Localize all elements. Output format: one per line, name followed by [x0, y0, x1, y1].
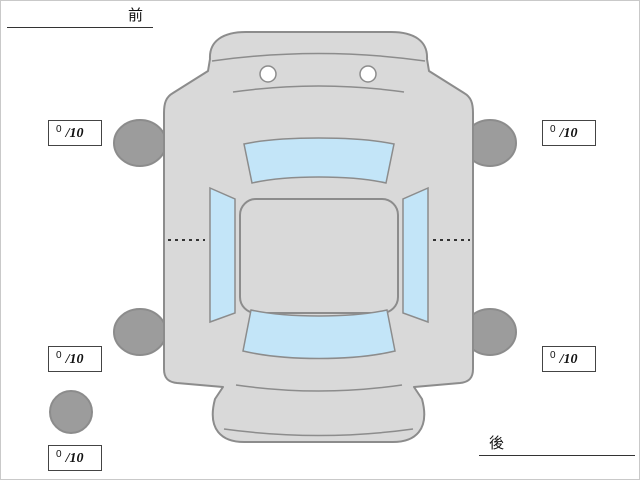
front-direction-label: 前	[7, 5, 153, 28]
score-max: /10	[65, 451, 84, 466]
score-box-front-right: 0 /10	[542, 120, 596, 146]
score-box-spare: 0 /10	[48, 445, 102, 471]
rear-bumper-line	[223, 428, 414, 437]
score-box-front-left: 0 /10	[48, 120, 102, 146]
score-value: 0	[56, 350, 62, 361]
rear-window-glass	[242, 309, 396, 360]
trunk-line	[235, 384, 403, 392]
spare-tire	[49, 390, 93, 434]
front-left-wheel	[113, 119, 167, 167]
score-box-rear-left: 0 /10	[48, 346, 102, 372]
rear-label-text: 後	[489, 435, 505, 452]
score-value: 0	[550, 350, 556, 361]
hood-right-circle	[359, 65, 377, 83]
front-label-text: 前	[127, 7, 143, 24]
score-value: 0	[56, 449, 62, 460]
left-side-window-glass	[209, 186, 236, 324]
windshield-glass	[243, 137, 395, 184]
rear-direction-label: 後	[479, 433, 635, 456]
hood-cowl-line	[232, 85, 405, 93]
score-max: /10	[65, 352, 84, 367]
score-max: /10	[559, 126, 578, 141]
roof-panel	[239, 198, 399, 314]
score-box-rear-right: 0 /10	[542, 346, 596, 372]
score-value: 0	[56, 124, 62, 135]
hood-left-circle	[259, 65, 277, 83]
right-side-window-glass	[402, 186, 429, 324]
score-max: /10	[65, 126, 84, 141]
rear-left-wheel	[113, 308, 167, 356]
score-max: /10	[559, 352, 578, 367]
front-bumper-line	[211, 52, 426, 62]
score-value: 0	[550, 124, 556, 135]
